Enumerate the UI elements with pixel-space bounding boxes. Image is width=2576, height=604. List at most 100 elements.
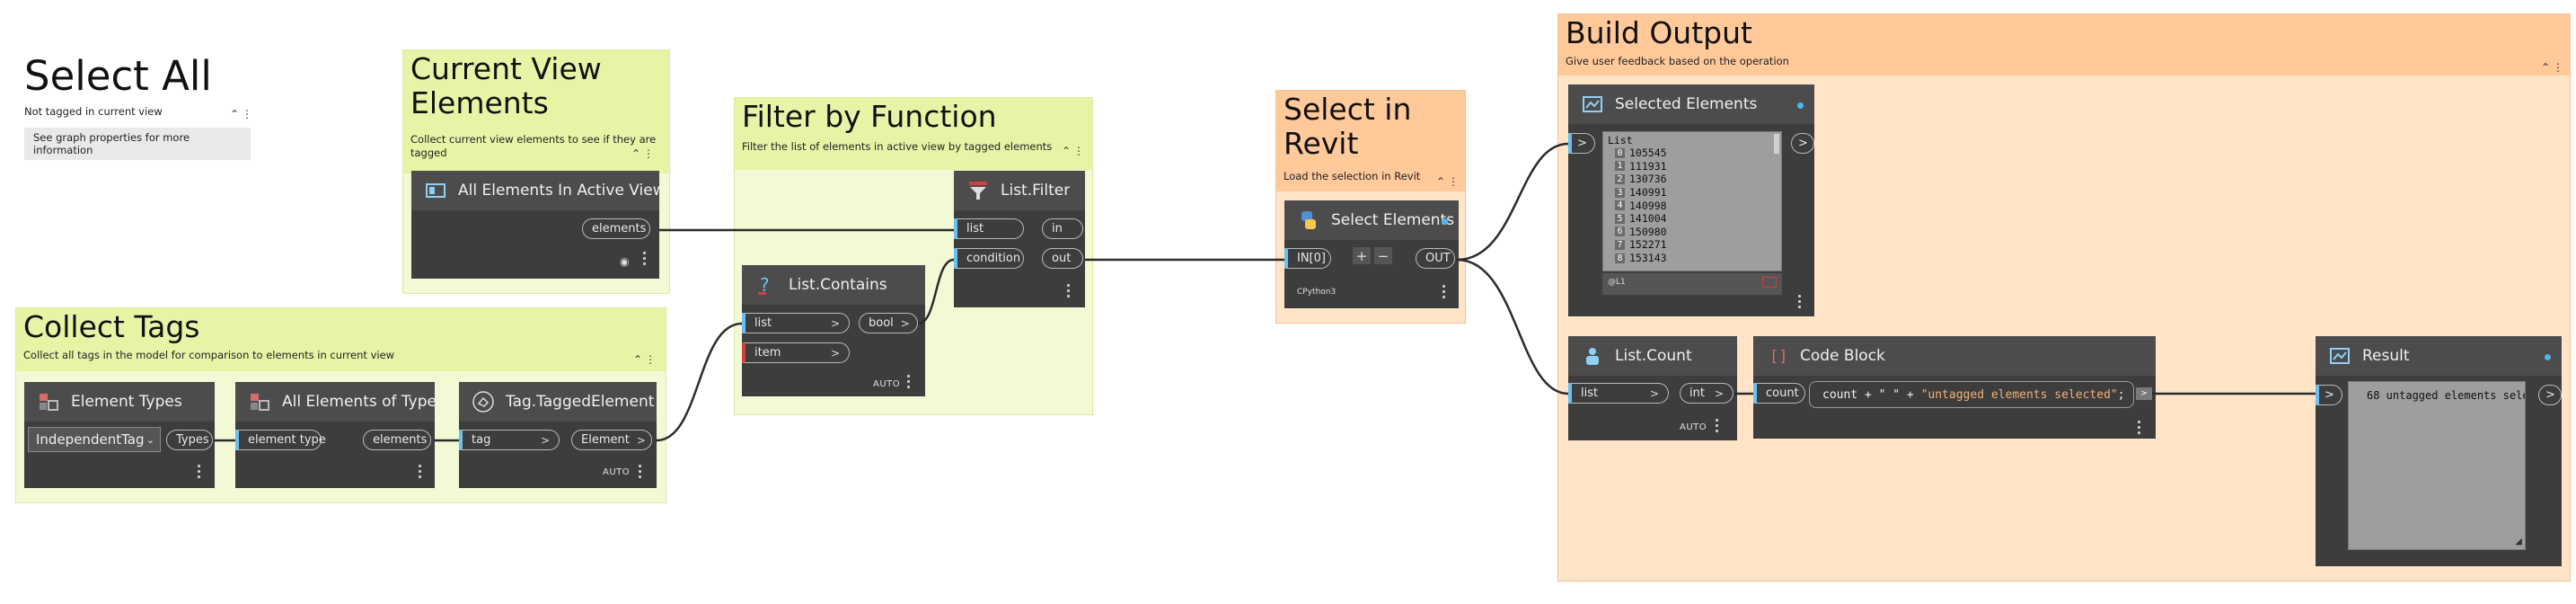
output-port-types[interactable]: Types [166,430,213,450]
node-title: Code Block [1800,347,1885,365]
node-select-elements[interactable]: Select Elements IN[0] + − OUT CPython3 [1284,200,1459,308]
input-port-element-type[interactable]: element type [235,430,326,450]
output-port-elements[interactable]: elements [582,218,650,239]
wire-tag-to-contains-list [656,322,743,442]
list-value: 111931 [1629,159,1667,173]
output-port[interactable]: > [1791,133,1814,154]
node-all-elements-in-active-view[interactable]: All Elements In Active View elements ◉ [411,171,659,279]
arrow-icon: > [900,316,910,330]
node-list-count[interactable]: List.Count list> int> AUTO [1568,336,1737,440]
collapse-chevron-icon[interactable]: ⌃⋮ [1435,175,1461,188]
input-port-list[interactable]: list> [742,313,850,333]
port-label: list [966,222,984,235]
tag-icon [472,391,494,413]
group-description: Collect current view elements to see if … [410,133,657,159]
output-port-bool[interactable]: bool > [859,313,918,333]
node-all-elements-of-type[interactable]: All Elements of Type element type elemen… [235,382,435,488]
note-select-all-subtitle: Not tagged in current view [24,105,163,118]
element-type-dropdown[interactable]: IndependentTag ⌄ [28,427,161,452]
output-port-element[interactable]: Element> [571,430,652,450]
node-menu-icon[interactable] [2138,421,2141,435]
lacing-label: AUTO [873,379,901,389]
output-port-in[interactable]: in [1042,218,1083,239]
input-port[interactable]: > [1568,133,1595,154]
resize-handle-icon[interactable] [1762,277,1777,288]
input-port[interactable]: > [2316,385,2342,405]
list-value: 130736 [1629,173,1667,186]
node-title: All Elements of Type [282,393,435,411]
input-port-count[interactable]: count [1753,383,1805,404]
engine-label: CPython3 [1297,288,1337,297]
eye-icon[interactable]: ◉ [620,255,630,268]
list-item: 2 130736 [1603,173,1781,186]
group-description: Give user feedback based on the operatio… [1566,55,1789,67]
node-menu-icon[interactable] [419,465,422,479]
node-element-types[interactable]: Element Types IndependentTag ⌄ Types [24,382,215,488]
collapse-chevron-icon[interactable]: ⌃⋮ [230,108,256,120]
list-value: 152271 [1629,238,1667,252]
port-label: > [1577,137,1587,150]
node-menu-icon[interactable] [639,465,642,479]
collapse-chevron-icon[interactable]: ⌃⋮ [632,353,658,366]
scrollbar[interactable] [1774,134,1779,154]
watch-icon [1583,96,1602,112]
output-port[interactable]: > [2136,387,2152,400]
node-menu-icon[interactable] [1067,284,1071,298]
list-value: 150980 [1629,225,1667,238]
watch-preview-value[interactable]: 68 untagged elements selected ◢ [2348,381,2526,550]
code-editor[interactable]: count + " " + "untagged elements selecte… [1809,381,2134,408]
node-tag-tagged-element[interactable]: Tag.TaggedElement tag> Element> AUTO [459,382,657,488]
node-menu-icon[interactable] [1442,285,1446,299]
output-port-int[interactable]: int> [1680,383,1734,404]
collapse-chevron-icon[interactable]: ⌃⋮ [2540,61,2566,74]
resize-handle-icon[interactable]: ◢ [2515,537,2522,546]
node-title: List.Contains [789,276,887,294]
port-label: bool [869,316,894,330]
node-title: Selected Elements [1615,95,1758,113]
group-current-view-elements[interactable]: Current View Elements Collect current vi… [402,49,670,294]
output-port-elements[interactable]: elements [363,430,431,450]
collapse-chevron-icon[interactable]: ⌃⋮ [631,147,657,160]
output-port-out[interactable]: out [1042,248,1083,269]
node-code-block[interactable]: [] Code Block count count + " " + "untag… [1753,336,2156,439]
node-menu-icon[interactable] [907,375,911,389]
list-index: 2 [1615,173,1625,184]
watch-icon [2330,348,2350,364]
element-types-icon [40,394,58,411]
input-port-list[interactable]: list> [1568,383,1669,404]
collapse-chevron-icon[interactable]: ⌃⋮ [1061,145,1087,157]
node-title: List.Count [1615,347,1692,365]
node-title: Element Types [71,393,182,411]
add-input-button[interactable]: + [1353,247,1371,264]
node-list-contains[interactable]: ? List.Contains list> item> bool> AUTO [742,265,925,396]
node-menu-icon[interactable] [198,465,201,479]
node-menu-icon[interactable] [643,252,647,266]
input-port-item[interactable]: item> [742,342,850,363]
input-port-list[interactable]: list [954,218,1024,239]
watch-footer: @L1 [1602,273,1782,295]
node-result[interactable]: Result > > 68 untagged elements selected… [2316,336,2562,566]
port-label: count [1766,386,1799,400]
remove-input-button[interactable]: − [1374,247,1392,264]
group-title: Collect Tags [23,309,200,344]
input-port-in0[interactable]: IN[0] [1284,248,1331,269]
output-port[interactable]: > [2538,385,2562,405]
node-list-filter[interactable]: List.Filter list condition in out [954,171,1085,307]
output-port-out[interactable]: OUT [1416,248,1455,269]
list-count-icon [1586,348,1599,365]
node-menu-icon[interactable] [1716,419,1719,433]
input-port-condition[interactable]: condition [954,248,1024,269]
port-label: list [1581,386,1599,400]
list-index: 6 [1615,226,1625,237]
list-value: 140991 [1629,186,1667,200]
input-port-tag[interactable]: tag> [459,430,560,450]
list-index: 8 [1615,253,1625,263]
code-text: count + " " + [1822,387,1921,402]
list-index: 3 [1615,187,1625,198]
node-menu-icon[interactable] [1798,295,1802,309]
